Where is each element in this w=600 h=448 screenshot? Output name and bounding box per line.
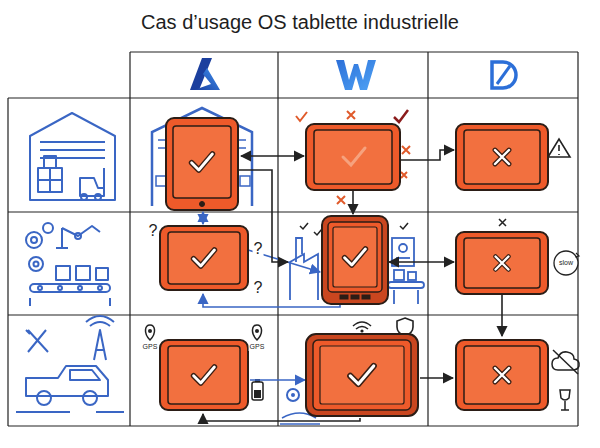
cell-decorations bbox=[145, 108, 579, 424]
diagram-title: Cas d’usage OS tablette industrielle bbox=[141, 11, 459, 33]
gps-label: GPS bbox=[142, 343, 159, 351]
speed-note: slow bbox=[559, 259, 573, 267]
row-icons bbox=[16, 113, 124, 412]
table-grid bbox=[8, 52, 578, 426]
question-mark: ? bbox=[253, 279, 264, 297]
gps-label: GPS bbox=[249, 343, 266, 351]
question-mark: ? bbox=[148, 222, 159, 240]
question-mark: ? bbox=[253, 240, 264, 258]
tablets bbox=[160, 118, 548, 416]
os-logos bbox=[190, 58, 516, 90]
